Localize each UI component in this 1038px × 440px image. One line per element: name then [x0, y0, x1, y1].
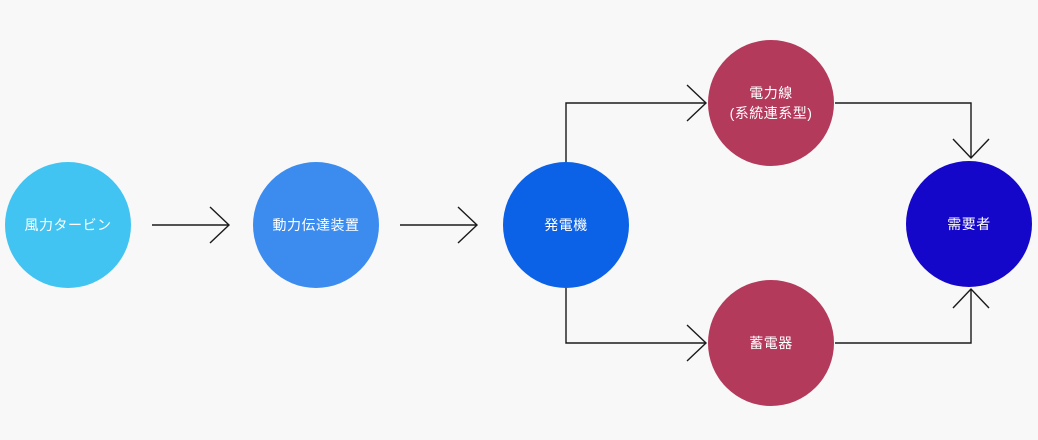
- arrow-transmission-to-generator: [400, 206, 479, 244]
- node-power-line-label: 電力線: [749, 84, 793, 101]
- arrow-generator-to-power-line: [565, 84, 708, 162]
- node-consumer-label: 需要者: [947, 215, 991, 232]
- arrow-generator-to-battery: [565, 288, 708, 362]
- node-power-transmission: 動力伝達装置: [253, 162, 379, 288]
- arrow-turbine-to-transmission: [152, 206, 231, 244]
- node-wind-turbine-label: 風力タービン: [24, 216, 112, 233]
- arrow-battery-to-consumer: [835, 287, 990, 344]
- node-generator: 発電機: [503, 162, 629, 288]
- arrow-power-line-to-consumer: [835, 102, 990, 160]
- node-consumer: 需要者: [906, 161, 1032, 287]
- node-storage-battery: 蓄電器: [708, 280, 834, 406]
- node-power-line-sublabel: (系統連系型): [729, 105, 813, 121]
- node-wind-turbine: 風力タービン: [5, 162, 131, 288]
- node-generator-label: 発電機: [544, 216, 588, 233]
- node-power-line: 電力線 (系統連系型): [708, 40, 834, 166]
- node-power-transmission-label: 動力伝達装置: [272, 216, 360, 233]
- node-storage-battery-label: 蓄電器: [749, 334, 793, 351]
